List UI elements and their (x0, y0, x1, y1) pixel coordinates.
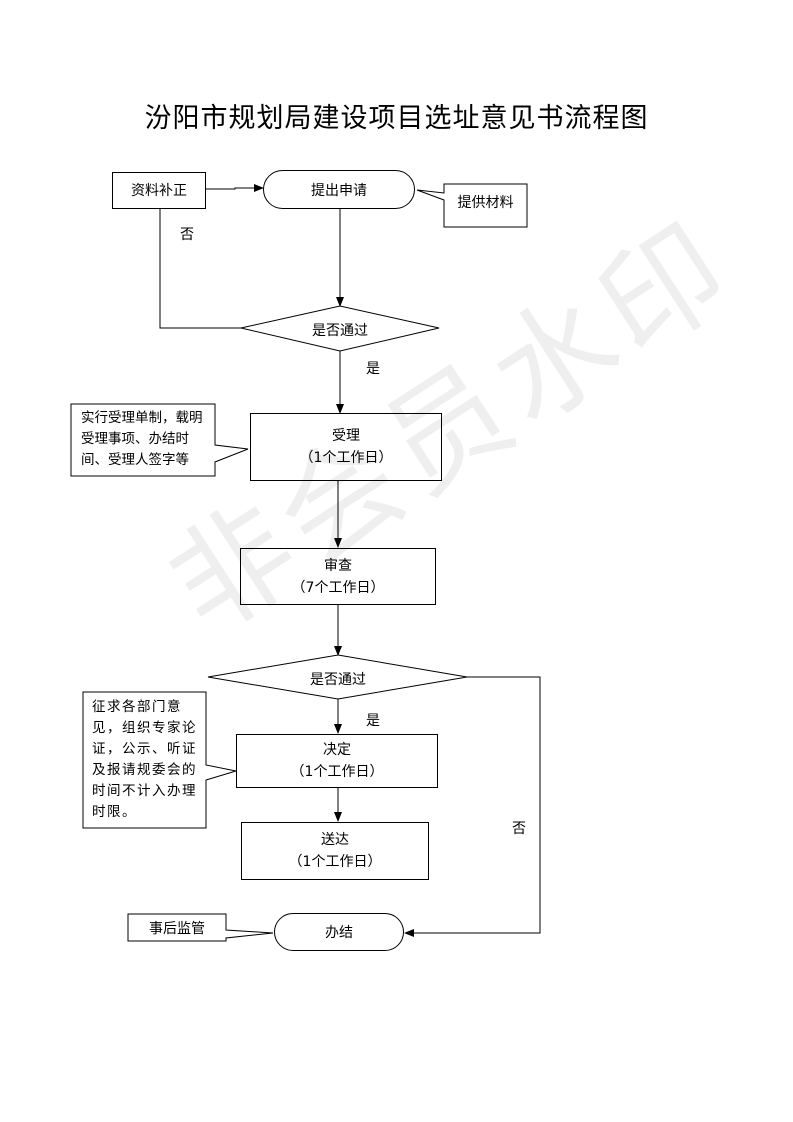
decide-note-line-1: 征求各部门意 (92, 699, 182, 715)
arrow-pass2-no-to-finish (404, 676, 541, 937)
finish-terminal: 办结 (274, 913, 404, 951)
callout-supervise-shape (127, 913, 274, 942)
callout-decide-note-shape (82, 691, 237, 829)
decide-duration: （1个工作日） (290, 764, 384, 780)
accept-label: 受理 (332, 428, 360, 444)
accept-note-line-1: 实行受理单制，载明 (81, 410, 203, 426)
decide-note-line-5: 时间不计入办理 (92, 783, 197, 799)
branch-yes-label-2: 是 (366, 713, 380, 729)
deliver-duration: （1个工作日） (288, 854, 382, 870)
branch-no-label-2: 否 (512, 821, 526, 837)
review-box: 审查 （7个工作日） (240, 548, 436, 605)
accept-note-line-3: 间、受理人签字等 (81, 452, 189, 468)
provide-label: 提供材料 (457, 195, 514, 211)
deliver-box: 送达 （1个工作日） (241, 822, 429, 880)
decide-label: 决定 (323, 742, 351, 758)
branch-no-label-1: 否 (180, 227, 194, 243)
arrow-supplement-to-submit (206, 184, 264, 192)
deliver-label: 送达 (321, 832, 349, 848)
review-label: 审查 (324, 557, 352, 574)
accept-box: 受理 （1个工作日） (250, 413, 442, 481)
decision-diamond-2 (207, 654, 468, 700)
accept-note: 实行受理单制，载明 受理事项、办结时 间、受理人签字等 (81, 408, 203, 471)
accept-note-line-2: 受理事项、办结时 (81, 431, 189, 447)
decision-1-label: 是否通过 (312, 323, 368, 339)
accept-duration: （1个工作日） (299, 450, 393, 466)
submit-terminal: 提出申请 (263, 170, 415, 209)
review-duration: （7个工作日） (291, 579, 385, 596)
callout-accept-note-shape (70, 403, 249, 477)
decide-note-line-3: 证，公示、听证 (92, 741, 197, 757)
decide-note-line-4: 及报请规委会的 (92, 762, 197, 778)
supervise-label: 事后监管 (149, 921, 205, 937)
page-title: 汾阳市规划局建设项目选址意见书流程图 (144, 103, 649, 134)
decide-note-line-6: 时限。 (92, 804, 137, 820)
callout-provide-shape (416, 183, 528, 228)
branch-yes-label-1: 是 (366, 361, 380, 377)
decision-diamond-1 (240, 305, 440, 352)
decision-2-label: 是否通过 (310, 672, 366, 688)
finish-label: 办结 (325, 925, 353, 941)
decide-note-line-2: 见，组织专家论 (92, 720, 197, 736)
supplement-label: 资料补正 (131, 182, 187, 199)
supplement-box: 资料补正 (112, 172, 206, 209)
decide-note: 征求各部门意 见，组织专家论 证，公示、听证 及报请规委会的 时间不计入办理 时… (92, 697, 197, 823)
submit-label: 提出申请 (311, 182, 367, 199)
line-pass1-no-to-supplement (159, 208, 241, 329)
decide-box: 决定 （1个工作日） (236, 734, 438, 788)
